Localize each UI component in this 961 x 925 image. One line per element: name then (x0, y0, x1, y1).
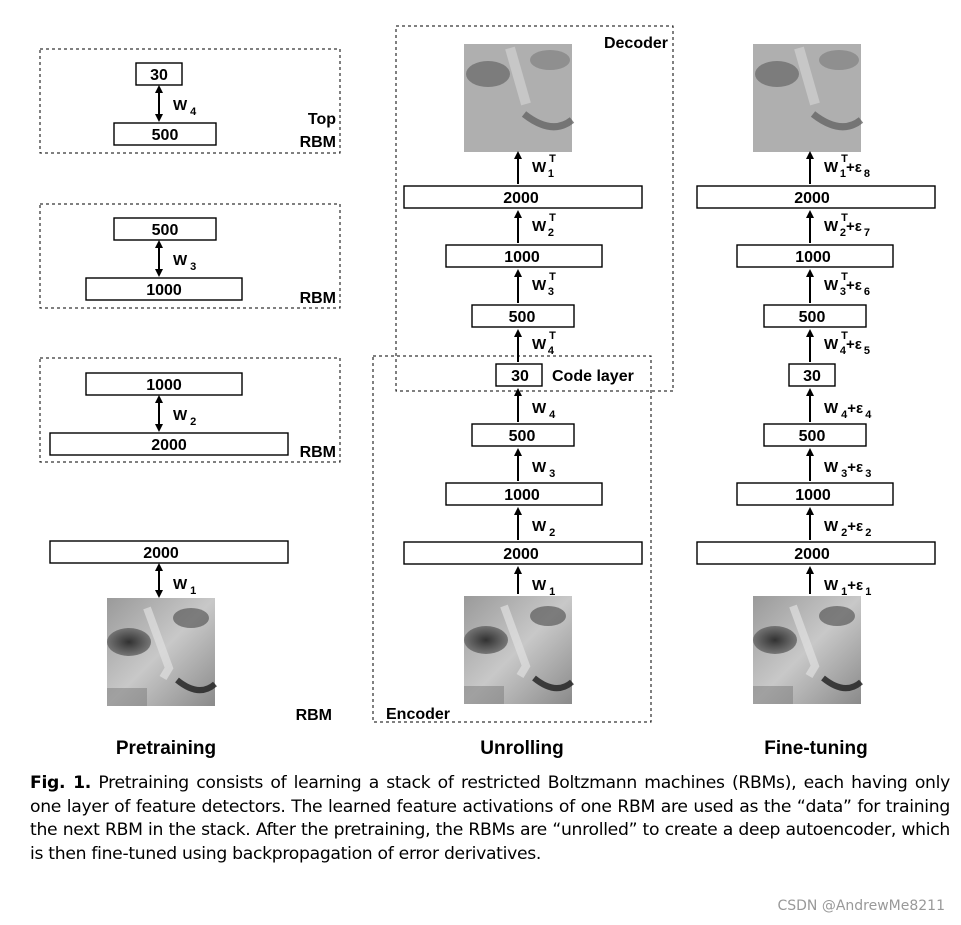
reconstructed-face-image (464, 44, 572, 152)
layer-size-label: 1000 (146, 377, 182, 394)
layer-size-label: 2000 (143, 545, 179, 562)
layer-size-label: 500 (509, 428, 536, 445)
top-rbm-frame (39, 48, 341, 154)
decoder-label: Decoder (604, 35, 668, 52)
input-face-image (464, 596, 572, 704)
rbm-label: Top (308, 111, 336, 128)
layer-size-label: 1000 (795, 249, 831, 266)
unroll-layer-top-1000: 1000 (445, 244, 603, 268)
rbm3-upper-layer: 500 (113, 217, 217, 241)
layer-size-label: 30 (511, 368, 529, 385)
encoder-frame (372, 355, 652, 723)
rbm3-lower-layer: 1000 (85, 277, 243, 301)
layer-size-label: 1000 (146, 282, 182, 299)
unroll-layer-top-500: 500 (471, 304, 575, 328)
ft-code-layer-30: 30 (788, 363, 836, 387)
layer-size-label: 1000 (795, 487, 831, 504)
layer-size-label: 2000 (503, 546, 539, 563)
layer-size-label: 1000 (504, 487, 540, 504)
code-layer-label: Code layer (552, 368, 634, 385)
rbm-label: RBM (300, 134, 336, 151)
layer-size-label: 30 (150, 67, 168, 84)
decoder-frame (395, 25, 674, 392)
layer-size-label: 30 (803, 368, 821, 385)
ft-layer-top-500: 500 (763, 304, 867, 328)
ft-layer-bottom-500: 500 (763, 423, 867, 447)
unroll-layer-bottom-500: 500 (471, 423, 575, 447)
rbm-label: RBM (300, 290, 336, 307)
ft-layer-bottom-2000: 2000 (696, 541, 936, 565)
unroll-layer-bottom-1000: 1000 (445, 482, 603, 506)
column-title-finetuning: Fine-tuning (764, 738, 867, 759)
ft-layer-top-1000: 1000 (736, 244, 894, 268)
input-face-image (753, 596, 861, 704)
caption-text: Pretraining consists of learning a stack… (30, 773, 950, 864)
column-title-unrolling: Unrolling (480, 738, 563, 759)
rbm1-upper-layer: 2000 (49, 540, 289, 564)
unrolling-column: Decoder Encoder 2000 1000 500 30 Code la… (372, 25, 674, 759)
layer-size-label: 1000 (504, 249, 540, 266)
ft-layer-top-2000: 2000 (696, 185, 936, 209)
top-rbm-upper-layer: 30 (135, 62, 183, 86)
layer-size-label: 500 (152, 222, 179, 239)
rbm-label: RBM (296, 707, 332, 724)
layer-size-label: 2000 (794, 546, 830, 563)
layer-size-label: 2000 (794, 190, 830, 207)
column-title-pretraining: Pretraining (116, 738, 216, 759)
layer-size-label: 500 (509, 309, 536, 326)
layer-size-label: 500 (799, 309, 826, 326)
figure-number: Fig. 1. (30, 773, 91, 793)
rbm2-frame (39, 357, 341, 463)
watermark: CSDN @AndrewMe8211 (777, 898, 945, 914)
unroll-code-layer-30: 30 (495, 363, 543, 387)
rbm-label: RBM (300, 444, 336, 461)
layer-size-label: 2000 (503, 190, 539, 207)
rbm2-upper-layer: 1000 (85, 372, 243, 396)
unroll-layer-top-2000: 2000 (403, 185, 643, 209)
input-face-image (107, 598, 215, 706)
reconstructed-face-image (753, 44, 861, 152)
unroll-layer-bottom-2000: 2000 (403, 541, 643, 565)
figure-caption: Fig. 1. Pretraining consists of learning… (30, 772, 950, 866)
layer-size-label: 2000 (151, 437, 187, 454)
layer-size-label: 500 (799, 428, 826, 445)
layer-size-label: 500 (152, 127, 179, 144)
rbm3-frame (39, 203, 341, 309)
rbm2-lower-layer: 2000 (49, 432, 289, 456)
top-rbm-lower-layer: 500 (113, 122, 217, 146)
ft-layer-bottom-1000: 1000 (736, 482, 894, 506)
encoder-label: Encoder (386, 706, 450, 723)
